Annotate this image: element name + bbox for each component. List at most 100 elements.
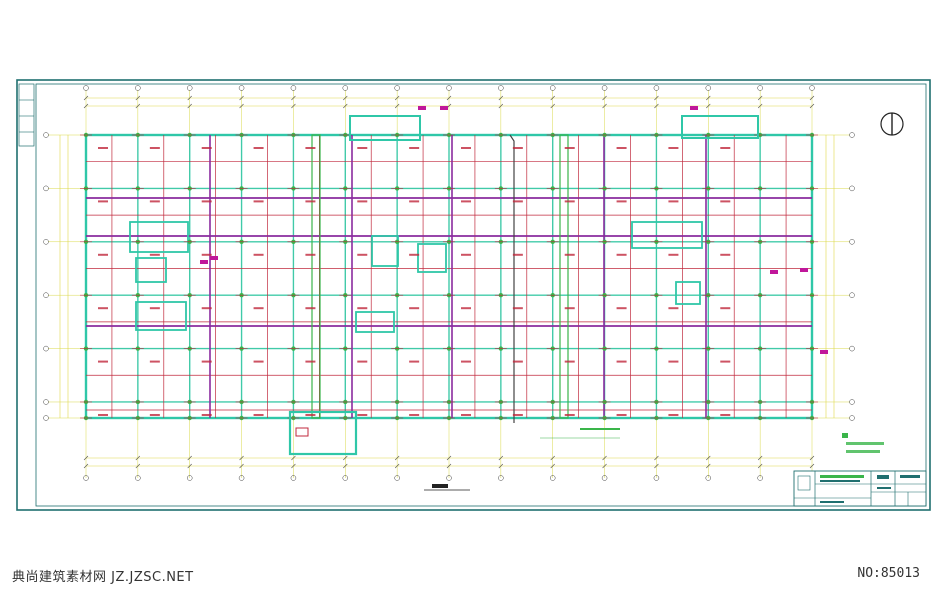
column-marks <box>80 132 818 421</box>
dimension-tick <box>83 463 89 469</box>
section-tag <box>418 106 426 110</box>
plan-caption <box>424 484 470 491</box>
dimension-tick <box>394 95 400 101</box>
stair-well-bottom <box>288 410 358 456</box>
dimension-tick <box>394 103 400 109</box>
axis-bubble <box>653 475 660 481</box>
beam-label <box>564 253 575 256</box>
section-tag <box>210 256 218 260</box>
dimension-tick <box>809 95 815 101</box>
beam-label <box>720 147 731 149</box>
beam-label <box>512 360 523 363</box>
dimension-tick <box>291 103 296 109</box>
beam-label <box>253 360 264 363</box>
beam-label <box>409 147 420 149</box>
dimension-tick <box>498 95 504 101</box>
axis-bubble <box>342 85 349 91</box>
beam-layout <box>84 133 814 423</box>
beam-label <box>305 307 316 310</box>
core-room <box>631 221 703 249</box>
expansion-joint <box>311 134 321 419</box>
dimension-tick <box>135 455 141 461</box>
axis-bubble <box>43 185 49 192</box>
axis-bubble <box>290 85 297 91</box>
axis-bubble <box>849 292 855 298</box>
dimension-tick <box>706 95 711 101</box>
dimension-tick <box>446 455 452 461</box>
north-arrow-icon <box>880 112 904 136</box>
dimension-tick <box>498 455 504 461</box>
beam-label <box>512 253 523 256</box>
beam-label <box>98 253 108 256</box>
beam-label <box>357 360 368 363</box>
dimension-tick <box>757 103 763 109</box>
axis-bubble <box>238 85 245 91</box>
axis-bubble <box>757 85 763 91</box>
beam-label <box>564 307 575 310</box>
dimension-tick <box>654 95 659 101</box>
beam-label <box>409 253 420 256</box>
drawing-number-text: NO:85013 <box>857 566 920 581</box>
dimension-tick <box>239 103 244 109</box>
beam-label <box>461 413 471 416</box>
dimension-tick <box>83 95 89 101</box>
axis-bubble <box>653 85 660 91</box>
beam-label <box>512 147 523 149</box>
beam-label <box>305 360 316 363</box>
beam-label <box>616 413 627 416</box>
beam-label <box>98 413 108 416</box>
axis-bubble <box>43 292 49 298</box>
beam-label <box>616 147 627 149</box>
dimension-tick <box>654 103 659 109</box>
dimension-tick <box>83 455 89 461</box>
dimension-tick <box>135 463 141 469</box>
dimension-tick <box>343 463 348 469</box>
beam-label <box>409 360 420 363</box>
dimension-lines <box>59 95 835 469</box>
beam-label <box>720 200 731 203</box>
beam-label <box>668 147 679 149</box>
beam-label <box>461 253 471 256</box>
core-room <box>135 257 167 283</box>
beam-label <box>512 307 523 310</box>
axis-bubble <box>43 415 49 421</box>
axis-bubble <box>601 475 608 481</box>
beam-label <box>253 147 264 149</box>
axis-bubble <box>809 85 815 91</box>
dimension-tick <box>446 463 452 469</box>
dimension-tick <box>602 95 607 101</box>
axis-bubble <box>549 475 556 481</box>
beam-label <box>149 360 160 363</box>
beam-label <box>253 200 264 203</box>
annotation-tags <box>98 106 828 439</box>
section-tag <box>200 260 208 264</box>
dimension-tick <box>394 463 400 469</box>
beam-label <box>201 253 212 256</box>
settlement-joint <box>509 134 515 423</box>
beam-label <box>357 413 368 416</box>
axis-bubble <box>186 475 193 481</box>
beam-label <box>305 413 316 416</box>
beam-label <box>720 307 731 310</box>
dimension-tick <box>291 455 296 461</box>
axis-bubble <box>498 85 504 91</box>
beam-label <box>668 413 679 416</box>
beam-label <box>668 360 679 363</box>
beam-label <box>409 413 420 416</box>
beam-label <box>512 413 523 416</box>
beam-label <box>564 147 575 149</box>
core-room <box>129 221 189 253</box>
beam-label <box>98 147 108 149</box>
top-extension-left <box>349 115 421 141</box>
beam-label <box>305 147 316 149</box>
dimension-tick <box>446 95 452 101</box>
axis-bubble <box>394 85 400 91</box>
beam-label <box>461 147 471 149</box>
axis-bubble <box>849 345 855 352</box>
axis-bubble <box>43 239 49 245</box>
section-tag <box>820 350 828 354</box>
dimension-tick <box>706 455 711 461</box>
dimension-tick <box>602 103 607 109</box>
dimension-tick <box>550 455 555 461</box>
dimension-tick <box>809 463 815 469</box>
